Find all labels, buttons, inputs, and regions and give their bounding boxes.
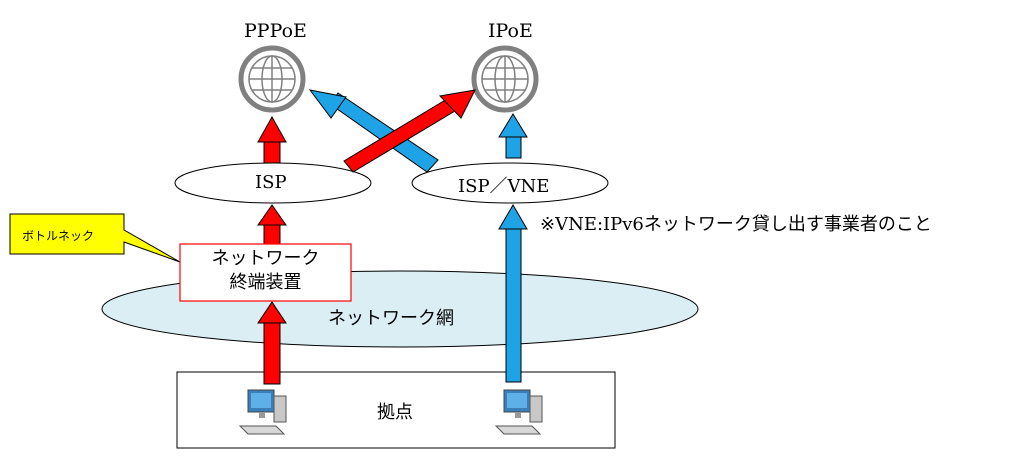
ipoe-arrow-site-to-vne: [498, 204, 528, 383]
pc-icon: [238, 389, 287, 435]
callout-box: [9, 213, 181, 263]
network-label: ネットワーク網: [328, 308, 454, 329]
ipoe-to-pppoe-arrow: [308, 89, 439, 173]
bottleneck-callout-label: ボトルネック: [22, 229, 95, 243]
pc-icon: [494, 389, 543, 435]
pppoe-arrow-terminal-to-isp: [257, 204, 287, 245]
pppoe-to-ipoe-arrow: [343, 89, 476, 173]
pppoe-arrow-site-to-terminal: [257, 301, 287, 385]
ipoe-label: IPoE: [488, 20, 533, 42]
terminal-device-label-line2: 終端装置: [229, 272, 302, 293]
terminal-device-label-line1: ネットワーク: [211, 248, 320, 269]
ipoe-globe-icon: [471, 45, 539, 113]
terminal-device-label: ネットワーク 終端装置: [180, 247, 351, 295]
vne-note: ※VNE:IPv6ネットワーク貸し出す事業者のこと: [540, 214, 932, 235]
pppoe-arrow-isp-to-globe: [257, 115, 287, 164]
pppoe-globe-icon: [238, 45, 306, 113]
terminal-device-box: [179, 243, 352, 302]
isp-label: ISP: [255, 172, 287, 193]
isp-vne-label: ISP／VNE: [458, 176, 550, 197]
site-label: 拠点: [377, 402, 413, 423]
pppoe-label: PPPoE: [244, 20, 307, 42]
ipoe-arrow-vne-to-globe: [498, 113, 528, 159]
isp-vne-ellipse: [411, 162, 609, 204]
